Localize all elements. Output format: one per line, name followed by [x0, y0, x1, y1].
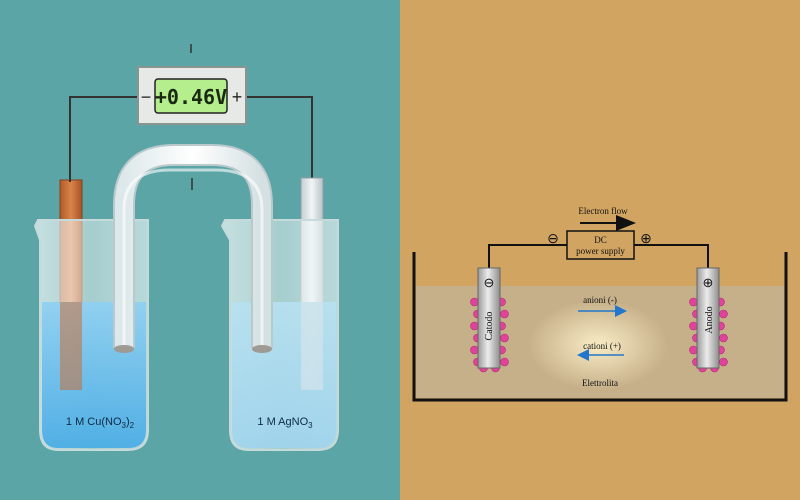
- voltmeter-reading: +0.46V: [155, 85, 227, 109]
- anode-wire: [634, 244, 709, 268]
- cathode-ion: [470, 321, 479, 331]
- cathode-ion: [500, 357, 509, 367]
- left-solution-label: 1 M Cu(NO3)2: [66, 416, 135, 430]
- power-minus-symbol: ⊖: [547, 230, 559, 246]
- cathode: ⊖ Catodo: [477, 267, 501, 369]
- cathode-electrode: [477, 267, 501, 369]
- electrolysis-tank: [412, 252, 788, 402]
- anions-label: anioni (-): [583, 295, 617, 305]
- anode-sign: ⊕: [703, 275, 714, 290]
- electron-flow-label: Electron flow: [578, 206, 628, 216]
- anode-ion: [719, 357, 728, 367]
- anode-ion: [689, 297, 698, 307]
- cathode-wire: [488, 244, 567, 268]
- power-supply-line1: DC: [594, 235, 607, 245]
- voltmeter: +0.46V − +: [137, 66, 247, 125]
- salt-bridge: [113, 144, 273, 353]
- silver-submerged: [301, 302, 323, 390]
- galvanic-cell-panel: +0.46V − + 1 M Cu(NO3)2 1 M AgNO3: [0, 0, 400, 500]
- cathode-ion: [500, 309, 509, 319]
- anode-ion: [719, 333, 728, 343]
- left-wire: [69, 96, 138, 165]
- anode-ion: [689, 345, 698, 355]
- salt-bridge-tube: [115, 146, 271, 348]
- anode-electrode: [696, 267, 720, 369]
- voltmeter-display: [154, 78, 228, 114]
- anode-label: Anodo: [704, 306, 715, 333]
- salt-bridge-plug-left: [114, 345, 134, 353]
- cathode-ion: [470, 345, 479, 355]
- cathode-sign: ⊖: [484, 275, 495, 290]
- dc-power-supply: [566, 230, 635, 260]
- cathode-label: Catodo: [484, 312, 495, 341]
- right-solution-label: 1 M AgNO3: [257, 416, 313, 430]
- cathode-ion: [500, 333, 509, 343]
- power-supply-line2: power supply: [576, 246, 625, 256]
- anode: ⊕ Anodo: [696, 267, 720, 369]
- cations-label: cationi (+): [583, 341, 621, 351]
- voltmeter-plus: +: [232, 87, 243, 107]
- copper-submerged: [60, 302, 82, 390]
- salt-bridge-plug-right: [252, 345, 272, 353]
- salt-bridge-highlight: [122, 168, 264, 346]
- anode-ion: [719, 309, 728, 319]
- power-plus-symbol: ⊕: [640, 230, 652, 246]
- electrolysis-panel: DC power supply ⊖ ⊕ Electron flow ⊖ Cato…: [400, 0, 800, 500]
- electrolyte-label: Elettrolita: [582, 378, 618, 388]
- right-beaker: 1 M AgNO3: [220, 219, 339, 451]
- cathode-ion: [470, 297, 479, 307]
- electrolyte-glow: [528, 300, 668, 390]
- right-wire: [246, 96, 313, 178]
- voltmeter-minus: −: [141, 87, 152, 107]
- anode-ion: [689, 321, 698, 331]
